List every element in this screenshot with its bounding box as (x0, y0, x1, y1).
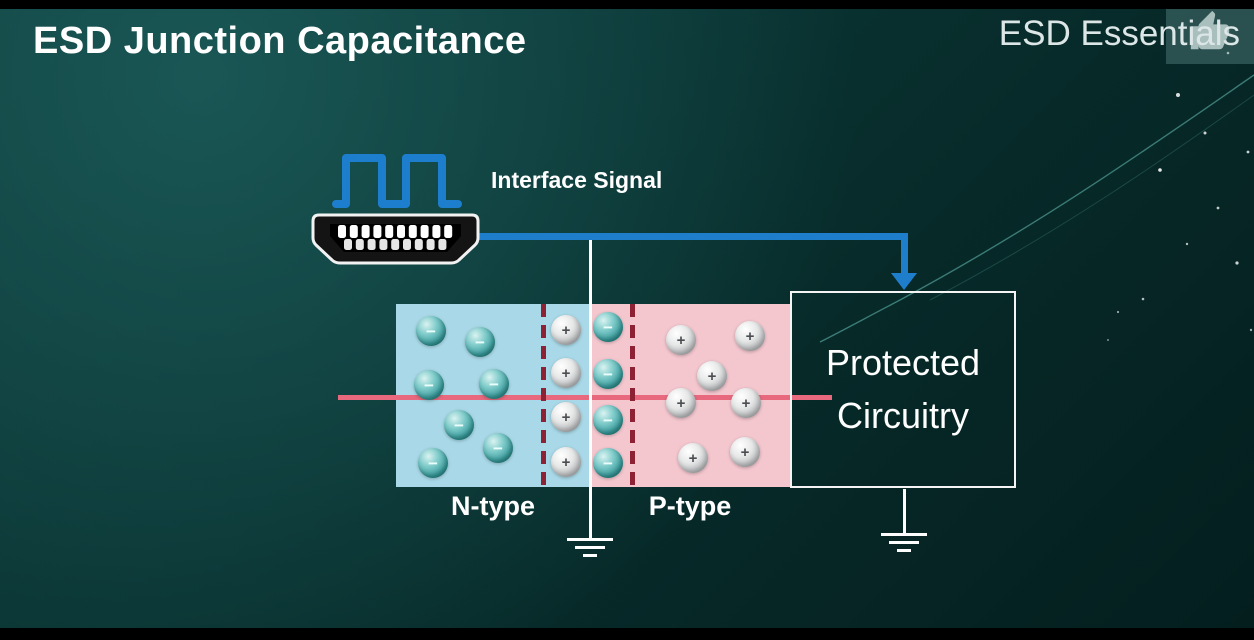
charge-symbol: − (428, 453, 438, 473)
ground-symbol-protected (881, 533, 927, 552)
depletion-negative-ion: − (593, 448, 623, 478)
thumbs-up-icon (1190, 10, 1230, 50)
depletion-boundary-left (541, 304, 546, 487)
signal-wire-horizontal (478, 233, 908, 240)
charge-symbol: − (454, 415, 464, 435)
hdmi-pins (338, 225, 453, 238)
p-region-hole: + (678, 443, 708, 473)
p-region-hole: + (697, 361, 727, 391)
letterbox-top (0, 0, 1254, 9)
interface-signal-label: Interface Signal (491, 167, 663, 193)
signal-arrowhead-icon (891, 273, 917, 290)
charge-symbol: − (603, 453, 613, 473)
charge-symbol: + (740, 443, 750, 461)
protected-circuitry-line2: Circuitry (837, 394, 969, 436)
signal-wire-vertical (901, 233, 908, 275)
charge-symbol: + (707, 367, 717, 385)
n-type-label: N-type (450, 491, 535, 521)
charge-symbol: + (688, 449, 698, 467)
charge-symbol: + (676, 331, 686, 349)
charge-symbol: − (493, 438, 503, 458)
n-region-electron: − (465, 327, 495, 357)
charge-symbol: + (741, 394, 751, 412)
p-region-hole: + (730, 437, 760, 467)
depletion-boundary-right (630, 304, 635, 487)
like-overlay-button[interactable] (1166, 0, 1254, 64)
depletion-positive-ion: + (551, 447, 581, 477)
depletion-positive-ion: + (551, 402, 581, 432)
charge-symbol: + (561, 408, 571, 426)
junction-ground-wire (589, 240, 592, 538)
charge-symbol: − (603, 410, 613, 430)
ground-bar (575, 546, 605, 549)
protected-circuitry-box: Protected Circuitry (790, 291, 1016, 488)
ground-bar (567, 538, 613, 541)
protected-ground-wire (903, 489, 906, 533)
charge-symbol: − (603, 317, 613, 337)
n-region-electron: − (479, 369, 509, 399)
charge-symbol: − (424, 375, 434, 395)
charge-symbol: − (489, 374, 499, 394)
brand-title: ESD Essentials (998, 14, 1240, 53)
ground-bar (881, 533, 927, 536)
depletion-negative-ion: − (593, 312, 623, 342)
charge-symbol: + (745, 327, 755, 345)
ground-symbol-junction (567, 538, 613, 557)
p-region-hole: + (735, 321, 765, 351)
depletion-positive-ion: + (551, 358, 581, 388)
page-title: ESD Junction Capacitance (33, 20, 527, 62)
p-region-hole: + (731, 388, 761, 418)
charge-symbol: + (561, 364, 571, 382)
charge-symbol: + (561, 453, 571, 471)
junction-signal-line (338, 395, 832, 400)
depletion-negative-ion: − (593, 359, 623, 389)
p-region-hole: + (666, 388, 696, 418)
hdmi-pins-lower (344, 239, 447, 250)
depletion-negative-ion: − (593, 405, 623, 435)
charge-symbol: + (561, 321, 571, 339)
ground-bar (897, 549, 911, 552)
decorative-arc-faint (929, 94, 1254, 301)
letterbox-bottom (0, 628, 1254, 640)
charge-symbol: − (603, 364, 613, 384)
star-dots (1107, 51, 1253, 341)
square-wave-icon (332, 154, 462, 208)
ground-bar (889, 541, 919, 544)
p-type-label: P-type (648, 491, 732, 521)
charge-symbol: − (475, 332, 485, 352)
hdmi-connector-icon (311, 213, 480, 265)
n-region-electron: − (414, 370, 444, 400)
n-region-electron: − (444, 410, 474, 440)
n-region-electron: − (416, 316, 446, 346)
n-region-electron: − (483, 433, 513, 463)
n-region-electron: − (418, 448, 448, 478)
ground-bar (583, 554, 597, 557)
depletion-positive-ion: + (551, 315, 581, 345)
p-region-hole: + (666, 325, 696, 355)
charge-symbol: + (676, 394, 686, 412)
charge-symbol: − (426, 321, 436, 341)
protected-circuitry-line1: Protected (825, 342, 981, 384)
